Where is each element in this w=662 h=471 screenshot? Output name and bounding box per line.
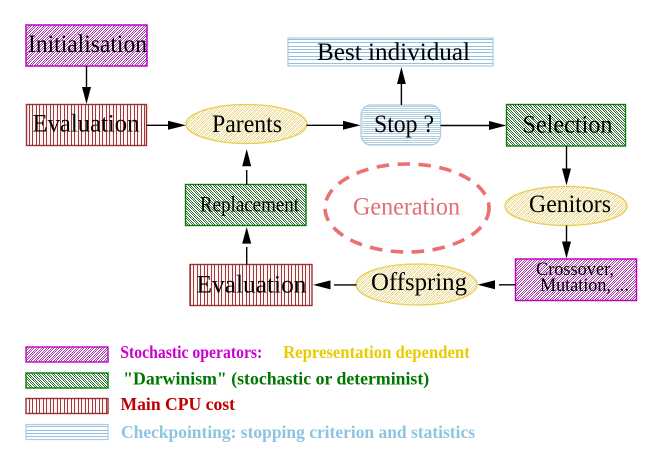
svg-text:Evaluation: Evaluation: [33, 111, 140, 138]
svg-text:Genitors: Genitors: [529, 191, 611, 218]
svg-text:Initialisation: Initialisation: [28, 31, 147, 58]
svg-text:Best individual: Best individual: [317, 39, 470, 66]
svg-text:Selection: Selection: [523, 112, 613, 139]
svg-text:Crossover,: Crossover,: [536, 260, 614, 280]
svg-text:Representation dependent: Representation dependent: [283, 342, 470, 362]
svg-text:"Darwinism" (stochastic or det: "Darwinism" (stochastic or determinist): [123, 369, 429, 389]
svg-text:Stop ?: Stop ?: [374, 111, 434, 138]
svg-text:Mutation, ...: Mutation, ...: [540, 276, 629, 296]
svg-text:Generation: Generation: [353, 193, 460, 220]
svg-text:Replacement: Replacement: [200, 191, 299, 216]
svg-text:Stochastic operators:: Stochastic operators:: [120, 342, 262, 362]
svg-text:Checkpointing: stopping criter: Checkpointing: stopping criterion and st…: [121, 422, 475, 442]
svg-text:Parents: Parents: [212, 111, 282, 138]
svg-text:Offspring: Offspring: [371, 269, 467, 296]
svg-text:Main CPU cost: Main CPU cost: [121, 394, 236, 414]
svg-text:Evaluation: Evaluation: [197, 272, 307, 299]
